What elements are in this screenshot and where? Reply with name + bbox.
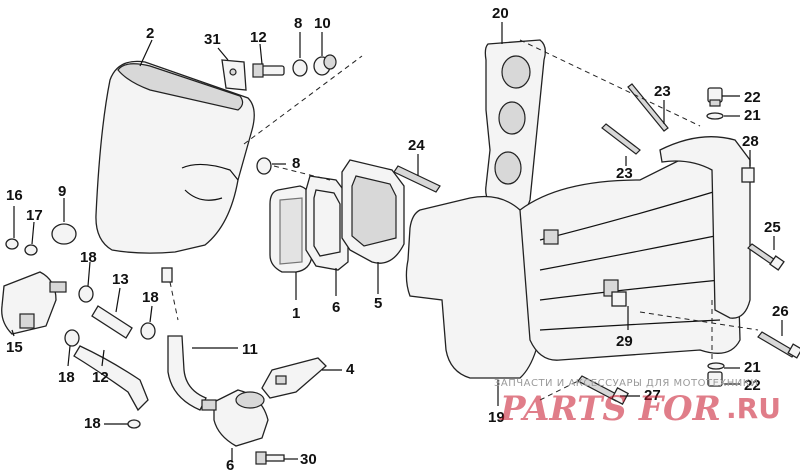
plate-31-part [221, 59, 247, 91]
watermark: ЗАПЧАСТИ И АКСЕССУАРЫ ДЛЯ МОТОТЕХНИКИ PA… [494, 378, 781, 429]
plug-22b-part [707, 371, 723, 387]
callout-8a: 8 [294, 15, 302, 32]
callout-22a: 22 [744, 89, 761, 106]
callout-18a: 18 [80, 249, 97, 266]
callout-11: 11 [242, 341, 258, 358]
callout-27: 27 [644, 387, 661, 404]
leader-lines [11, 22, 783, 462]
callout-21a: 21 [744, 107, 761, 124]
nut-28-part [741, 167, 755, 183]
clamp-18a-part [78, 285, 94, 303]
callout-20: 20 [492, 5, 509, 22]
alignment-lines [169, 39, 759, 401]
callout-21b: 21 [744, 359, 761, 376]
valve-15-part [1, 271, 67, 335]
hose-11-part [167, 335, 207, 411]
stud-23-part [601, 83, 669, 155]
callout-labels: 2 31 12 8 10 8 1 6 5 20 23 23 24 22 21 2… [6, 5, 789, 471]
clamp-18d-part [127, 419, 141, 429]
screw-30-part [255, 451, 285, 465]
callout-22b: 22 [744, 377, 761, 394]
callout-17: 17 [26, 207, 43, 224]
callout-26: 26 [772, 303, 789, 320]
clamp-18b-part [140, 322, 156, 340]
bracket-3-part [261, 357, 327, 399]
callout-13: 12 [92, 369, 109, 386]
bolt-25-part [747, 243, 785, 271]
callout-31: 31 [204, 31, 221, 48]
screw-12-part [252, 63, 285, 78]
callout-28: 28 [742, 133, 759, 150]
nut-29-part [611, 291, 627, 307]
washer-8b-part [256, 157, 272, 175]
washer-21-part [706, 112, 724, 120]
callout-12: 12 [250, 29, 267, 46]
callout-29: 29 [616, 333, 633, 350]
washer-17-part [24, 244, 38, 256]
callout-24: 24 [408, 137, 425, 154]
grommet-10-part [313, 54, 337, 76]
callout-23b: 23 [616, 165, 633, 182]
plug-22-part [707, 87, 723, 107]
callout-8b: 8 [292, 155, 300, 172]
callout-1: 1 [292, 305, 300, 322]
callout-16: 16 [6, 187, 23, 204]
grommet-9-part [51, 223, 77, 245]
callout-14: 13 [112, 271, 129, 288]
clamp-18c-part [64, 329, 80, 347]
callout-23a: 23 [654, 83, 671, 100]
exhaust-manifold-19-part [405, 136, 751, 379]
callout-19: 19 [488, 409, 505, 426]
filter-6-part [201, 389, 269, 447]
callout-18b: 18 [142, 289, 159, 306]
callout-25: 25 [764, 219, 781, 236]
bolt-26-part [757, 331, 800, 359]
watermark-tagline: ЗАПЧАСТИ И АКСЕССУАРЫ ДЛЯ МОТОТЕХНИКИ [494, 378, 758, 389]
hose-14-part [91, 305, 133, 339]
adapter-4-part [341, 159, 405, 264]
stud-24-part [393, 165, 441, 193]
callout-30: 30 [300, 451, 317, 468]
gasket-5-part [305, 175, 349, 271]
watermark-domain: .RU [726, 392, 781, 425]
callout-9: 9 [58, 183, 66, 200]
gasket-20-part [484, 39, 546, 215]
callout-4: 5 [374, 295, 382, 312]
callout-15: 15 [6, 339, 23, 356]
callout-18c: 18 [58, 369, 75, 386]
callout-3: 4 [346, 361, 355, 378]
nut-16-part [5, 238, 19, 250]
callout-18d: 18 [84, 415, 101, 432]
hose-13-part [73, 345, 149, 412]
callout-6: 6 [226, 457, 234, 471]
washer-8-part [292, 59, 308, 77]
callout-10: 10 [314, 15, 331, 32]
exhaust-cover-part [95, 60, 255, 283]
callout-5: 6 [332, 299, 340, 316]
watermark-brand: PARTS FOR [499, 389, 721, 429]
callout-2: 2 [146, 25, 154, 42]
washer-21b-part [707, 362, 725, 370]
